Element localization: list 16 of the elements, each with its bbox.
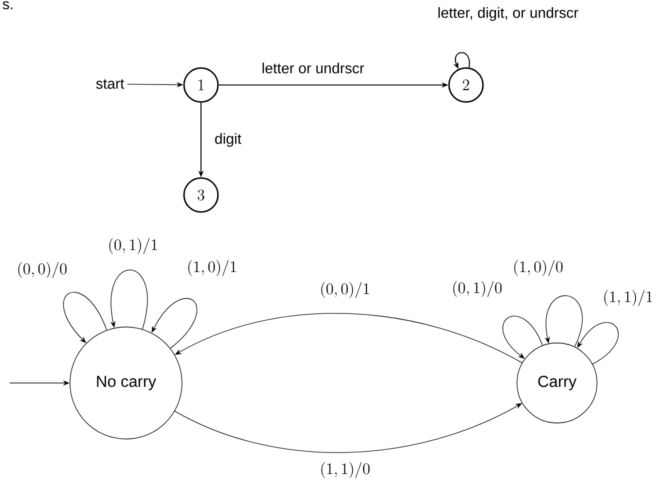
edge-label: $(1,0)/0$ xyxy=(514,260,563,276)
edge-label: $(0,0)/0$ xyxy=(18,262,67,278)
edge-label: $(1,1)/0$ xyxy=(321,462,370,478)
start-label: start xyxy=(96,79,124,89)
arrow xyxy=(502,316,543,359)
text-fragment: s. xyxy=(2,1,12,10)
edge-label: $(1,1)/1$ xyxy=(604,290,652,306)
arrow xyxy=(152,298,198,349)
edge-label: letter or undrscr xyxy=(262,62,364,74)
edge-label: $(0,1)/0$ xyxy=(453,281,502,298)
edge-label: $(1,0)/1$ xyxy=(188,260,236,276)
edge-label: $(0,1)/1$ xyxy=(109,238,157,254)
arrow xyxy=(577,322,619,364)
edge-label: digit xyxy=(215,133,242,147)
edge-label: $(0,0)/1$ xyxy=(321,282,369,298)
edge-label: letter, digit, or undrscr xyxy=(438,7,578,21)
